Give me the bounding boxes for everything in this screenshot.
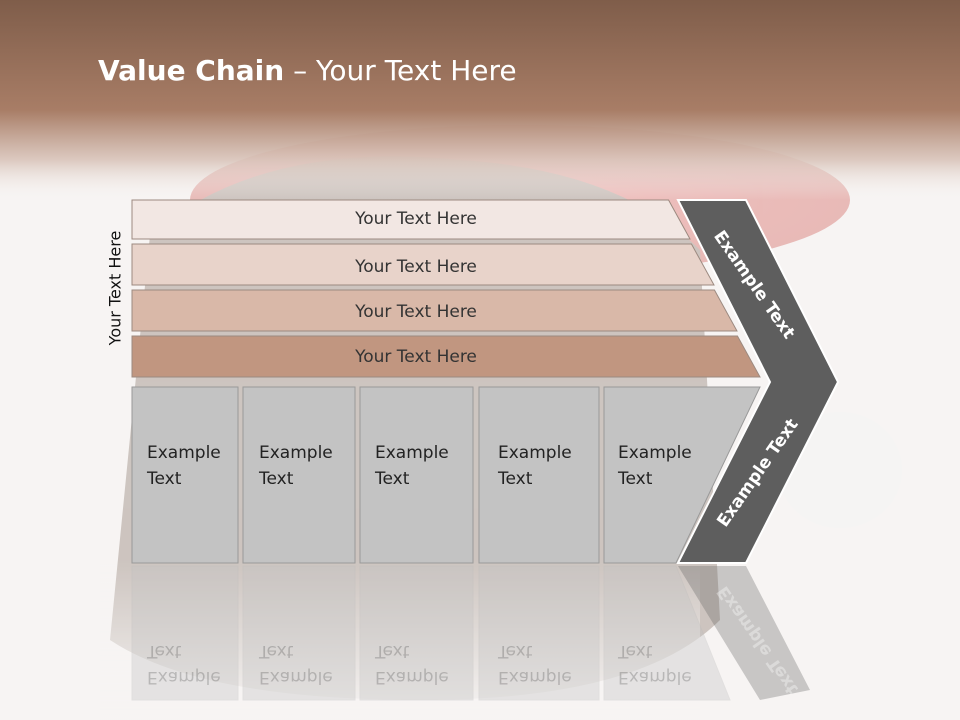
box-text-line: Text xyxy=(259,469,294,489)
box-text-line: Text xyxy=(259,641,294,661)
box-text-line: Text xyxy=(618,469,653,489)
activity-box-reflection xyxy=(131,565,239,701)
title-bold: Value Chain xyxy=(98,54,285,87)
slide-title: Value Chain – Your Text Here xyxy=(98,54,517,87)
box-text-reflection: Example Text xyxy=(618,638,718,690)
box-text-line: Text xyxy=(147,641,182,661)
margin-chevron xyxy=(676,199,840,564)
box-text-line: Example xyxy=(259,667,333,687)
row-label: Your Text Here xyxy=(355,209,477,229)
box-text-reflection: Example Text xyxy=(259,638,359,690)
box-text-line: Example xyxy=(498,667,572,687)
activity-box-reflection xyxy=(359,565,474,701)
value-chain-row xyxy=(131,335,761,378)
box-text-line: Text xyxy=(147,469,182,489)
box-text-line: Example xyxy=(618,667,692,687)
box-text-line: Text xyxy=(498,469,533,489)
activity-box xyxy=(131,386,239,564)
activity-box xyxy=(359,386,474,564)
value-chain-row xyxy=(131,243,715,286)
box-text-line: Text xyxy=(498,641,533,661)
header-band xyxy=(0,0,960,200)
activity-box xyxy=(242,386,356,564)
box-text-line: Example xyxy=(147,667,221,687)
activity-box-reflection xyxy=(478,565,600,701)
box-text-line: Text xyxy=(375,469,410,489)
box-text-reflection: Example Text xyxy=(498,638,598,690)
activity-box xyxy=(603,386,761,564)
value-chain-row xyxy=(131,199,691,240)
box-text-line: Example xyxy=(618,443,692,463)
box-text-line: Example xyxy=(259,443,333,463)
margin-chevron-reflection xyxy=(678,566,810,700)
activity-box-reflection xyxy=(242,565,356,701)
box-text-line: Example xyxy=(375,667,449,687)
row-label: Your Text Here xyxy=(355,257,477,277)
row-label: Your Text Here xyxy=(355,302,477,322)
activity-box-reflection xyxy=(603,565,731,701)
box-text-line: Example xyxy=(147,443,221,463)
box-text-line: Text xyxy=(618,641,653,661)
box-text-line: Example xyxy=(498,443,572,463)
title-rest: – Your Text Here xyxy=(284,54,517,87)
activity-box xyxy=(478,386,600,564)
box-text-line: Text xyxy=(375,641,410,661)
box-text-reflection: Example Text xyxy=(147,638,247,690)
side-label: Your Text Here xyxy=(105,230,125,346)
row-label: Your Text Here xyxy=(355,347,477,367)
box-text-line: Example xyxy=(375,443,449,463)
value-chain-row xyxy=(131,289,738,332)
box-text-reflection: Example Text xyxy=(375,638,475,690)
